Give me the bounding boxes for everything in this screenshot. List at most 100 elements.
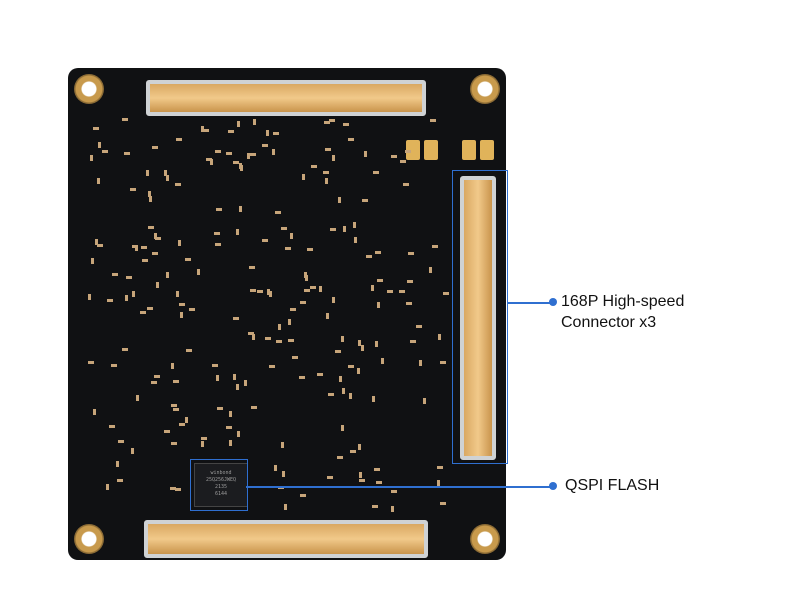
smd-component <box>281 226 288 230</box>
smd-component <box>328 119 335 123</box>
smd-component <box>151 145 158 149</box>
smd-component <box>429 267 433 274</box>
smd-component <box>376 301 380 308</box>
smd-component <box>350 449 357 453</box>
smd-component <box>366 255 373 259</box>
flash-label: QSPI FLASH <box>565 477 660 494</box>
smd-component <box>233 160 240 164</box>
smd-component <box>402 183 409 187</box>
smd-component <box>249 266 256 270</box>
smd-component <box>88 361 95 365</box>
smd-component <box>390 490 397 493</box>
smd-component <box>131 447 134 454</box>
smd-component <box>243 379 247 386</box>
smd-component <box>419 359 423 366</box>
smd-component <box>390 154 397 158</box>
smd-component <box>93 127 100 131</box>
smd-component <box>275 340 282 344</box>
smd-component <box>358 471 362 478</box>
smd-component <box>253 119 257 126</box>
smd-component <box>178 422 185 426</box>
smd-component <box>238 162 242 169</box>
smd-component <box>339 375 343 382</box>
smd-component <box>130 187 137 191</box>
smd-component <box>116 479 123 483</box>
smd-component <box>373 467 380 471</box>
smd-component <box>228 440 232 447</box>
smd-component <box>233 374 237 381</box>
smd-component <box>170 362 174 369</box>
smd-component <box>141 258 148 262</box>
smd-component <box>405 150 412 154</box>
flash-highlight-box <box>190 459 248 511</box>
smd-component <box>299 375 306 379</box>
smd-component <box>121 118 128 122</box>
smd-component <box>436 466 443 470</box>
smd-component <box>172 380 179 384</box>
smd-component <box>89 155 93 162</box>
smd-component <box>163 170 167 177</box>
smd-component <box>326 312 330 319</box>
smd-component <box>171 403 178 407</box>
smd-component <box>184 258 191 262</box>
smd-component <box>215 243 221 247</box>
smd-component <box>329 227 336 231</box>
smd-component <box>381 357 385 364</box>
connector-callout-dot <box>549 298 557 306</box>
smd-component <box>141 246 147 250</box>
smd-component <box>430 118 436 122</box>
smd-component <box>228 130 235 134</box>
smd-component <box>92 409 96 416</box>
smd-component <box>173 407 180 411</box>
smd-component <box>341 335 345 342</box>
smd-component <box>175 137 182 141</box>
smd-component <box>246 152 250 159</box>
smd-component <box>299 494 306 498</box>
smd-component <box>361 199 368 203</box>
smd-component <box>307 248 314 252</box>
smd-component <box>431 244 438 248</box>
smd-component <box>324 147 331 151</box>
smd-component <box>188 308 195 312</box>
capacitor <box>462 140 476 160</box>
smd-component <box>135 394 139 401</box>
smd-component <box>97 141 101 148</box>
smd-component <box>325 178 329 185</box>
smd-component <box>422 397 426 404</box>
smd-component <box>290 233 294 240</box>
smd-component <box>148 225 155 229</box>
smd-component <box>106 298 113 302</box>
smd-component <box>409 339 416 343</box>
smd-component <box>406 301 413 305</box>
smd-component <box>145 170 149 177</box>
smd-component <box>96 178 100 185</box>
smd-component <box>210 158 214 165</box>
smd-component <box>185 417 189 423</box>
connector-label-line1: 168P High-speed <box>561 293 685 310</box>
smd-component <box>440 360 447 364</box>
smd-component <box>214 149 221 153</box>
smd-component <box>277 323 281 330</box>
smd-component <box>436 479 440 486</box>
smd-component <box>264 336 271 340</box>
smd-component <box>371 504 378 508</box>
smd-component <box>203 129 210 133</box>
capacitor <box>406 140 420 160</box>
smd-component <box>216 406 223 410</box>
smd-component <box>108 424 115 428</box>
chip-brand: winbond <box>210 470 232 476</box>
smd-component <box>376 278 383 282</box>
smd-component <box>284 504 288 511</box>
smd-component <box>299 300 306 304</box>
smd-component <box>96 244 103 248</box>
smd-component <box>125 275 132 279</box>
smd-component <box>215 374 219 381</box>
smd-component <box>261 143 268 147</box>
smd-component <box>386 289 393 293</box>
smd-component <box>256 289 263 293</box>
smd-component <box>349 393 353 400</box>
mounting-hole-top-right <box>470 74 500 104</box>
smd-component <box>214 232 221 236</box>
smd-component <box>311 164 318 168</box>
chip-lot: 2135 <box>214 484 228 490</box>
